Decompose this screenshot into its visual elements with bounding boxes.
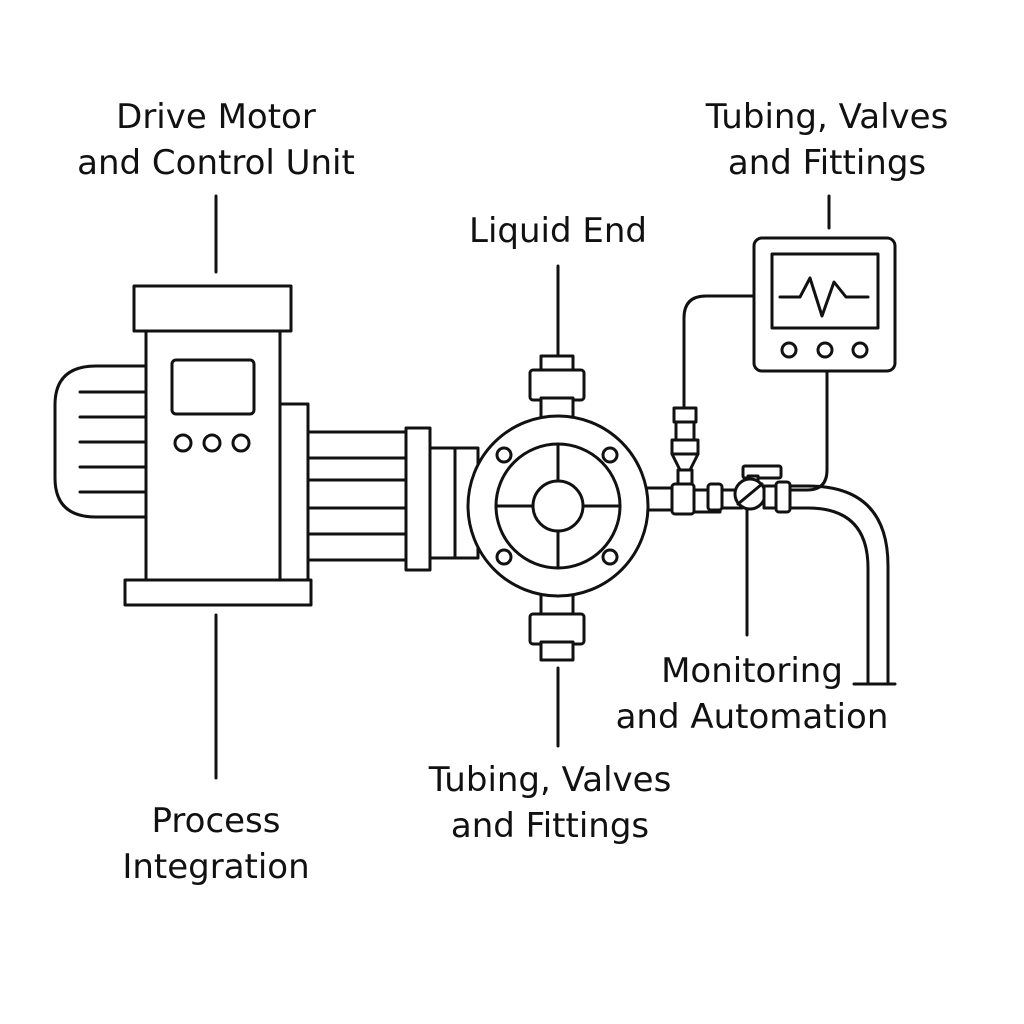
label-drive-motor: Drive Motor and Control Unit (66, 94, 366, 186)
hose-coupling (774, 480, 792, 514)
adapter-plate (404, 426, 432, 572)
bottom-connector-nut (539, 640, 575, 662)
pipe-nut (706, 482, 724, 512)
head-bolt (495, 446, 513, 464)
valve-icon (733, 464, 792, 514)
control-button (202, 433, 222, 453)
monitor-button (780, 341, 798, 359)
sensor-neck (676, 468, 694, 486)
label-monitoring-line1: Monitoring (661, 651, 843, 691)
label-process-integration: Process Integration (96, 798, 336, 890)
tee-fitting (670, 482, 696, 516)
label-liquid-end-line1: Liquid End (469, 211, 647, 251)
monitor-icon (752, 236, 897, 373)
bottom-connector (528, 612, 586, 646)
sensor-fitting-icon (670, 406, 700, 486)
control-button (173, 433, 193, 453)
monitor-screen (770, 252, 880, 330)
label-tubing-bottom-line1: Tubing, Valves (428, 760, 672, 800)
motor-base (123, 578, 313, 607)
label-tubing-top: Tubing, Valves and Fittings (687, 94, 967, 186)
hose-outer (788, 484, 890, 684)
monitor-button (816, 341, 834, 359)
top-connector (528, 368, 586, 402)
label-tubing-top-line2: and Fittings (727, 143, 927, 183)
motor-flange (278, 402, 310, 582)
sensor-nut (672, 406, 698, 424)
label-monitoring-line2: and Automation (615, 697, 889, 737)
label-tubing-bottom-line2: and Fittings (450, 806, 650, 846)
label-tubing-top-line1: Tubing, Valves (705, 97, 949, 137)
sensor-stem (674, 420, 696, 442)
head-bolt (601, 446, 619, 464)
label-monitoring: Monitoring and Automation (607, 648, 897, 740)
signal-cables (682, 294, 829, 492)
discharge-line (670, 482, 744, 516)
pipe-icon (788, 484, 897, 686)
label-drive-motor-line1: Drive Motor (116, 97, 316, 137)
pump-head-hub (531, 479, 585, 533)
head-bolt (601, 548, 619, 566)
leader-lines (214, 194, 831, 780)
liquid-end-icon (466, 354, 682, 662)
control-button (231, 433, 251, 453)
label-process-integration-line2: Integration (122, 847, 310, 887)
motor-coupling (306, 430, 410, 562)
monitor-button (851, 341, 869, 359)
waveform-icon (778, 276, 870, 318)
head-bolt (495, 548, 513, 566)
hose-inner (788, 506, 870, 684)
control-display (170, 358, 256, 416)
drive-motor-icon (53, 284, 410, 607)
label-liquid-end: Liquid End (448, 208, 668, 254)
label-drive-motor-line2: and Control Unit (77, 143, 355, 183)
motor-top-cap (132, 284, 293, 333)
sensor-nut (670, 438, 700, 456)
label-tubing-bottom: Tubing, Valves and Fittings (410, 757, 690, 849)
label-process-integration-line1: Process (151, 801, 281, 841)
monitor-cable (783, 369, 829, 492)
sensor-cone (670, 452, 700, 472)
sensor-cable (682, 294, 756, 410)
